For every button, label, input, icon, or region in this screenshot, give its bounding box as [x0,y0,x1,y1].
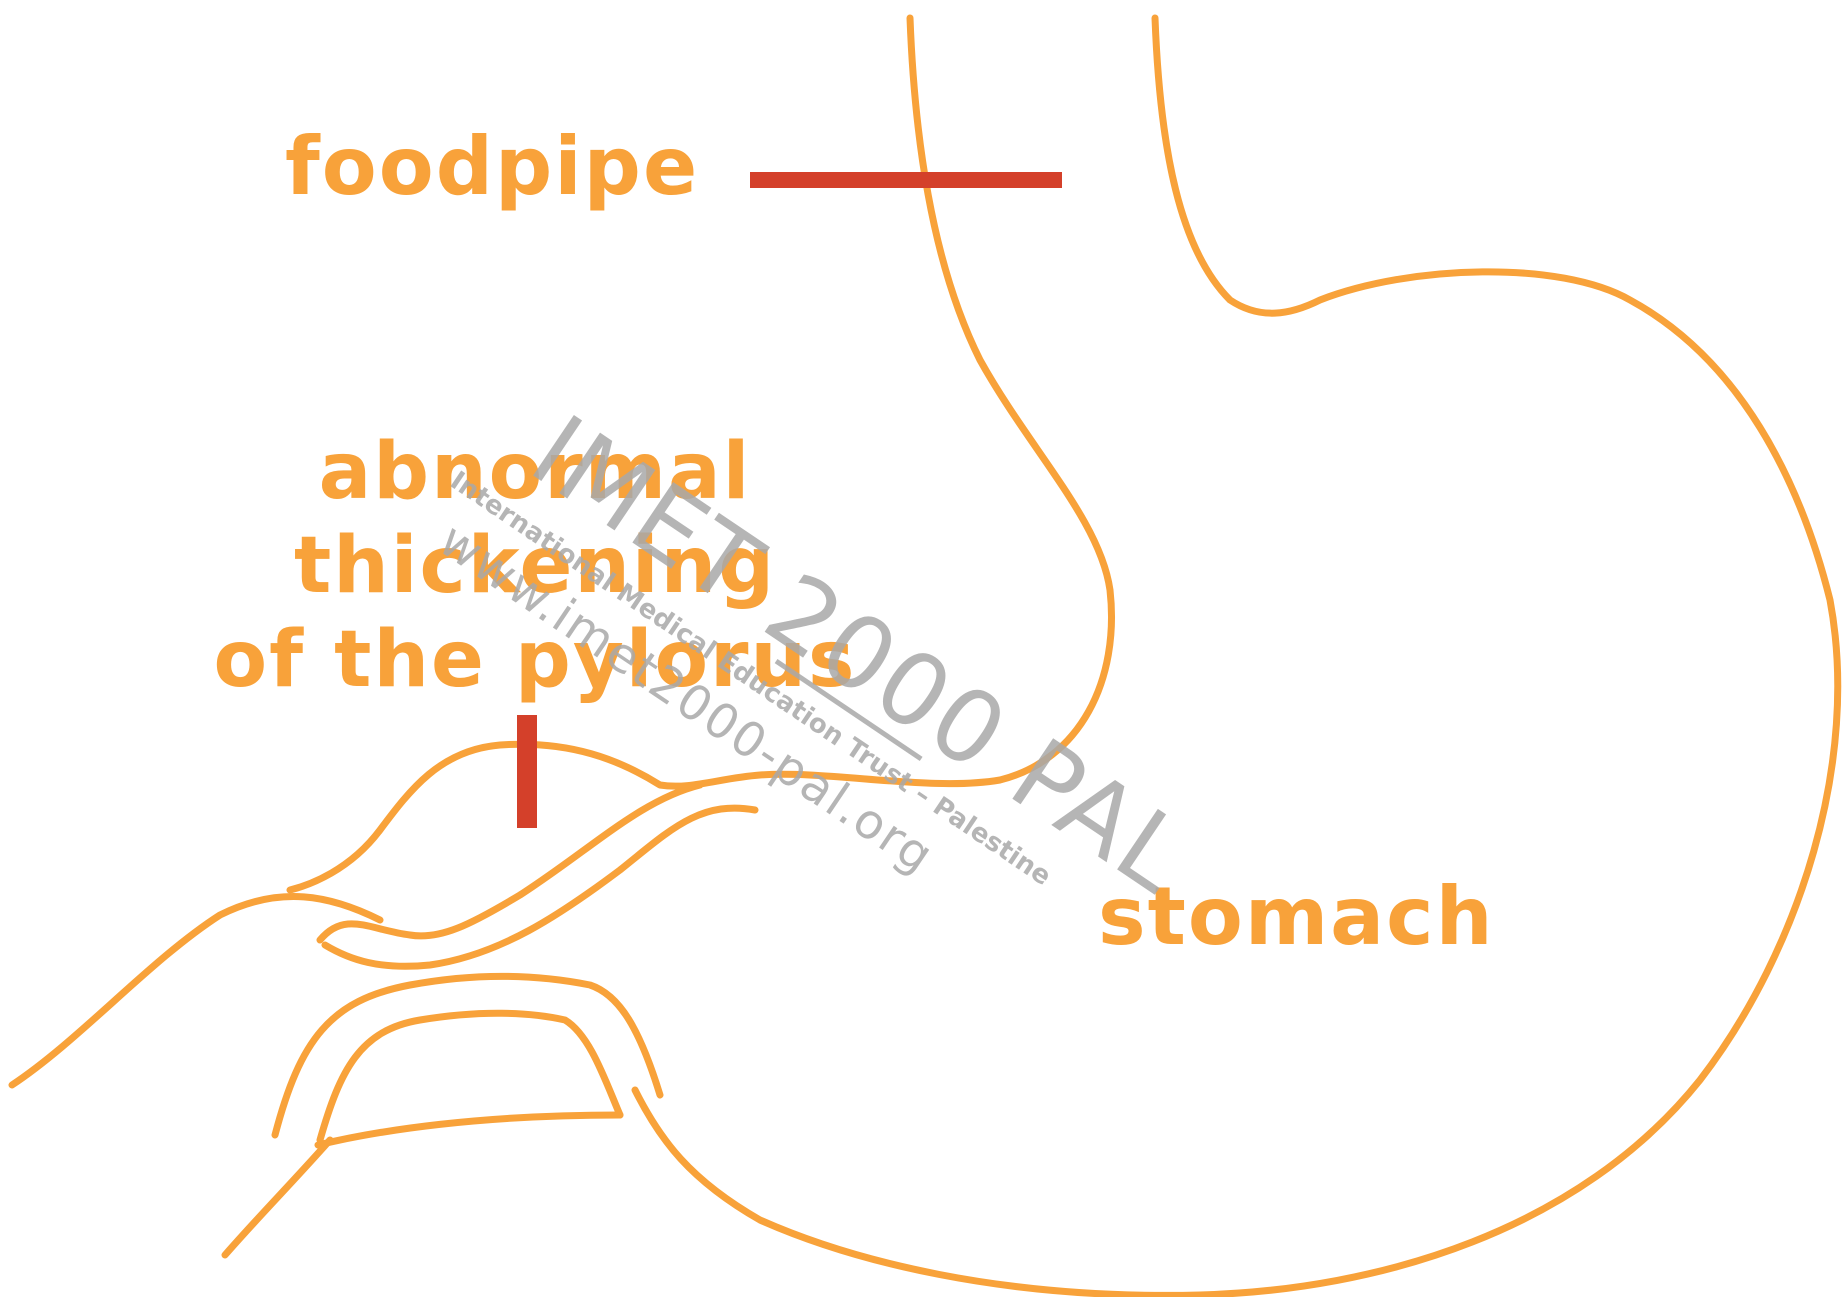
foodpipe-label: foodpipe [285,120,699,213]
pylorus-thickening-label: abnormal thickening of the pylorus [210,425,860,707]
pylorus-inner-lower [325,808,755,966]
duodenum-lower [225,1140,330,1255]
pylorus-label-line-1: abnormal [210,425,860,519]
duodenum-loop-1 [275,976,660,1135]
pylorus-label-line-3: of the pylorus [210,613,860,707]
pylorus-label-line-2: thickening [210,519,860,613]
stomach-label: stomach [1098,870,1495,963]
duodenum-loop-3 [318,1115,620,1145]
duodenum-upper [12,896,380,1085]
